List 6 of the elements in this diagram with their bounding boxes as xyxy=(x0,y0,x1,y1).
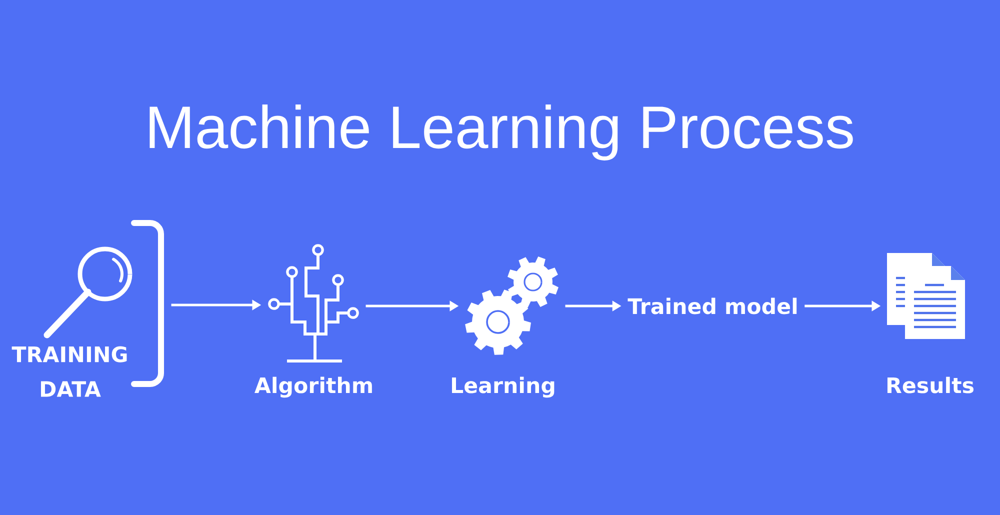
node-label: Algorithm xyxy=(254,376,372,398)
title: Machine Learning Process xyxy=(150,104,853,160)
node-label: TRAINING DATA xyxy=(12,346,127,397)
node-label: Results xyxy=(887,376,974,394)
node-label: Learning xyxy=(452,376,554,398)
node-label: Trained model xyxy=(628,298,797,314)
